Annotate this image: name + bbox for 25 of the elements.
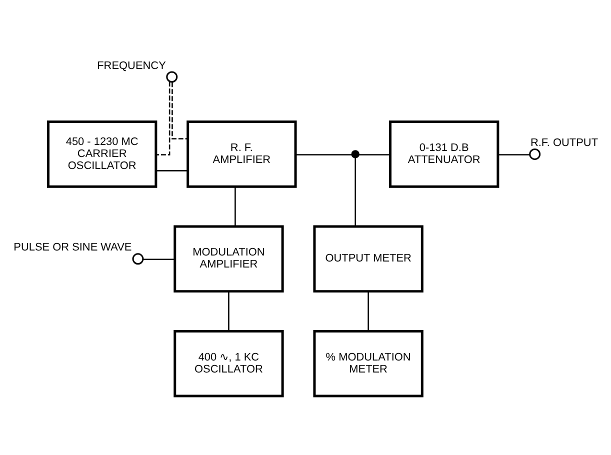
node-label: R.F. OUTPUT xyxy=(530,136,598,149)
connector xyxy=(296,154,352,155)
node-label: FREQUENCY xyxy=(97,59,166,72)
connector xyxy=(354,156,356,226)
node-box: 450 - 1230 MC CARRIER OSCILLATOR xyxy=(47,120,158,188)
node-box: OUTPUT METER xyxy=(313,224,424,292)
node-circle xyxy=(132,252,144,264)
connector xyxy=(498,154,530,155)
node-dot xyxy=(351,150,360,158)
connector xyxy=(228,290,230,331)
connector xyxy=(156,81,170,155)
node-label: PULSE OR SINE WAVE xyxy=(14,241,132,254)
connector xyxy=(172,82,188,139)
node-box: 0-131 D.B ATTENUATOR xyxy=(389,120,500,188)
node-circle xyxy=(166,70,178,82)
node-box: MODULATION AMPLIFIER xyxy=(174,224,284,292)
connector xyxy=(358,154,390,155)
node-box: 400 ∿, 1 KC OSCILLATOR xyxy=(174,329,284,397)
connector xyxy=(368,290,369,331)
node-box: % MODULATION METER xyxy=(313,329,424,397)
connector xyxy=(234,186,236,226)
connector xyxy=(156,170,188,171)
node-box: R. F. AMPLIFIER xyxy=(186,120,297,188)
connector xyxy=(143,258,175,260)
node-circle xyxy=(529,148,541,160)
